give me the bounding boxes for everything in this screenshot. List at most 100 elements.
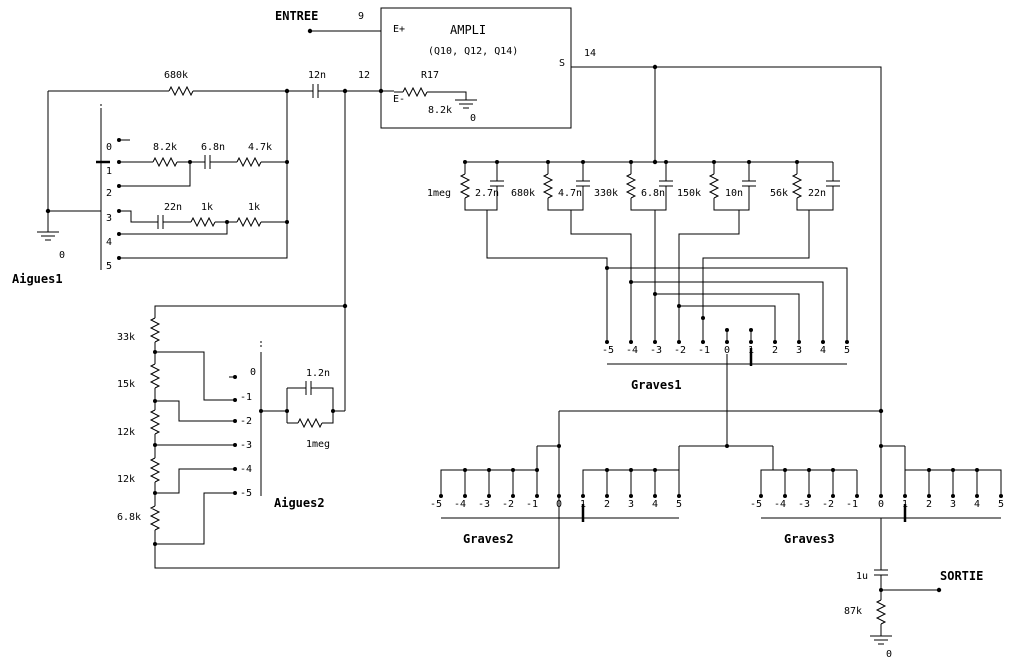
svg-text:0: 0 (556, 499, 562, 510)
svg-text:-3: -3 (240, 440, 252, 451)
aigues2-label: Aigues2 (274, 496, 325, 510)
svg-text:-2: -2 (502, 499, 514, 510)
svg-text:150k: 150k (677, 188, 701, 199)
svg-text:1k: 1k (201, 202, 213, 213)
resistor-out-87k (875, 599, 887, 625)
capacitor-a1-6n8 (204, 155, 211, 169)
resistor-ladder-15k (149, 363, 161, 389)
svg-text:4.7k: 4.7k (248, 142, 272, 153)
bank-capacitor-2n7 (490, 180, 504, 187)
svg-text:6.8n: 6.8n (641, 188, 665, 199)
svg-text:6.8n: 6.8n (201, 142, 225, 153)
svg-text:680k: 680k (511, 188, 535, 199)
bank-resistor-56k (791, 173, 803, 199)
svg-text:-2: -2 (674, 345, 686, 356)
svg-text:2: 2 (106, 188, 112, 199)
graves3-contacts (759, 494, 1003, 498)
svg-text:1: 1 (106, 166, 112, 177)
aigues1-label: Aigues1 (12, 272, 63, 286)
svg-text:10n: 10n (725, 188, 743, 199)
svg-text:2.7n: 2.7n (475, 188, 499, 199)
svg-text:12k: 12k (117, 427, 135, 438)
svg-text:-4: -4 (240, 464, 252, 475)
svg-text:22n: 22n (164, 202, 182, 213)
svg-text:-3: -3 (798, 499, 810, 510)
amp-out-label: S (559, 58, 565, 69)
svg-text:0: 0 (250, 367, 256, 378)
svg-text:5: 5 (676, 499, 682, 510)
resistor-ladder-12k-b (149, 457, 161, 483)
resistor-ladder-33k (149, 317, 161, 343)
ground-icon (870, 635, 892, 645)
svg-text:-1: -1 (698, 345, 710, 356)
svg-text:-5: -5 (750, 499, 762, 510)
aigues2-switch: 0 -1 -2 -3 -4 -5 (240, 341, 262, 499)
svg-text:87k: 87k (844, 606, 862, 617)
svg-text:5: 5 (998, 499, 1004, 510)
graves2-label: Graves2 (463, 532, 514, 546)
graves1-labels: -5 -4 -3 -2 -1 0 1 2 3 4 5 (602, 345, 850, 356)
svg-text:1u: 1u (856, 571, 868, 582)
svg-text:-2: -2 (822, 499, 834, 510)
amp-in-minus-label: E- (393, 94, 405, 105)
svg-text:5: 5 (844, 345, 850, 356)
bank-capacitor-10n (742, 180, 756, 187)
svg-text:1.2n: 1.2n (306, 368, 330, 379)
capacitor-a1-22n (157, 215, 164, 229)
ground-icon (37, 231, 59, 241)
svg-text:1k: 1k (248, 202, 260, 213)
svg-text:2: 2 (604, 499, 610, 510)
capacitor-a2-1n2 (305, 381, 312, 395)
svg-text:-1: -1 (240, 392, 252, 403)
label-680k-top: 680k (164, 70, 188, 81)
resistor-ladder-6k8 (149, 505, 161, 531)
svg-text:0: 0 (886, 649, 892, 660)
svg-text:0: 0 (59, 250, 65, 261)
svg-text:1meg: 1meg (306, 439, 330, 450)
graves2-labels: -5 -4 -3 -2 -1 0 1 2 3 4 5 (430, 499, 682, 510)
r17-name: R17 (421, 70, 439, 81)
capacitor-12n (312, 84, 319, 98)
resistor-a1-8k2 (152, 156, 178, 168)
svg-text:-4: -4 (454, 499, 466, 510)
resistor-a2-1meg (297, 417, 323, 429)
bank-capacitor-4n7 (576, 180, 590, 187)
svg-text:2: 2 (772, 345, 778, 356)
svg-text:4: 4 (974, 499, 980, 510)
svg-text:0: 0 (106, 142, 112, 153)
svg-text:8.2k: 8.2k (153, 142, 177, 153)
capacitor-out-1u (874, 569, 888, 576)
resistor-a1-1k-a (190, 216, 216, 228)
resistor-ladder-12k-a (149, 409, 161, 435)
svg-text:22n: 22n (808, 188, 826, 199)
r17-resistor (402, 86, 428, 98)
svg-text:-5: -5 (430, 499, 442, 510)
svg-text:330k: 330k (594, 188, 618, 199)
entree-terminal (307, 28, 313, 34)
svg-text:12k: 12k (117, 474, 135, 485)
svg-text:2: 2 (926, 499, 932, 510)
svg-text:-2: -2 (240, 416, 252, 427)
bank-resistor-680k (542, 173, 554, 199)
svg-text:-4: -4 (774, 499, 786, 510)
svg-text:-5: -5 (240, 488, 252, 499)
bank-resistor-1meg (459, 173, 471, 199)
svg-text:4: 4 (106, 237, 112, 248)
entree-label: ENTREE (275, 9, 318, 23)
bank-resistor-150k (708, 173, 720, 199)
amp-pin-minus: 12 (358, 70, 370, 81)
svg-text:-4: -4 (626, 345, 638, 356)
amp-pin-out: 14 (584, 48, 596, 59)
svg-text:4: 4 (652, 499, 658, 510)
svg-text:-1: -1 (526, 499, 538, 510)
svg-text:15k: 15k (117, 379, 135, 390)
svg-text:3: 3 (950, 499, 956, 510)
svg-text:-3: -3 (478, 499, 490, 510)
amplifier-box (380, 7, 572, 129)
label-12n: 12n (308, 70, 326, 81)
svg-text:3: 3 (106, 213, 112, 224)
amp-ground-label: 0 (470, 113, 476, 124)
amplifier-subtitle: (Q10, Q12, Q14) (428, 46, 518, 57)
